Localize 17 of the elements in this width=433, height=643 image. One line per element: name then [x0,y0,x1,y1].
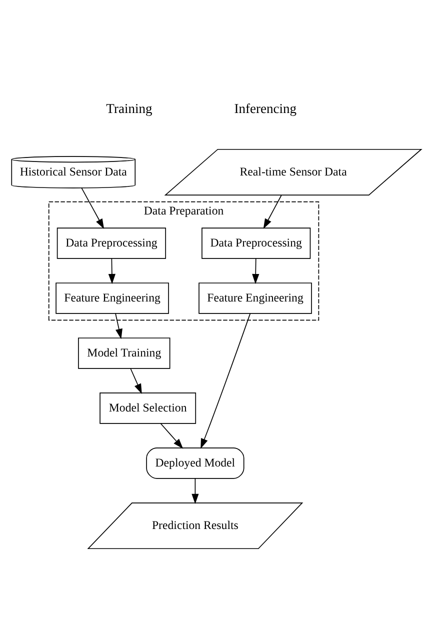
node-box: Feature Engineering [56,282,169,314]
arrow [160,423,184,449]
node-box: Data Preprocessing [202,228,311,259]
node-box: Feature Engineering [198,282,312,314]
node-box: Model Training [78,338,170,369]
label: Inferencing [234,100,297,116]
label: Training [106,100,152,116]
arrow [252,258,260,284]
node-box: Deployed Model [146,448,244,479]
arrow [115,313,122,340]
arrow [81,188,104,229]
arrow [263,194,282,229]
arrow [130,368,142,394]
node-box: Model Selection [100,392,196,424]
node-box: Data Preprocessing [56,228,166,259]
arrow [108,258,116,284]
arrow [192,478,199,504]
